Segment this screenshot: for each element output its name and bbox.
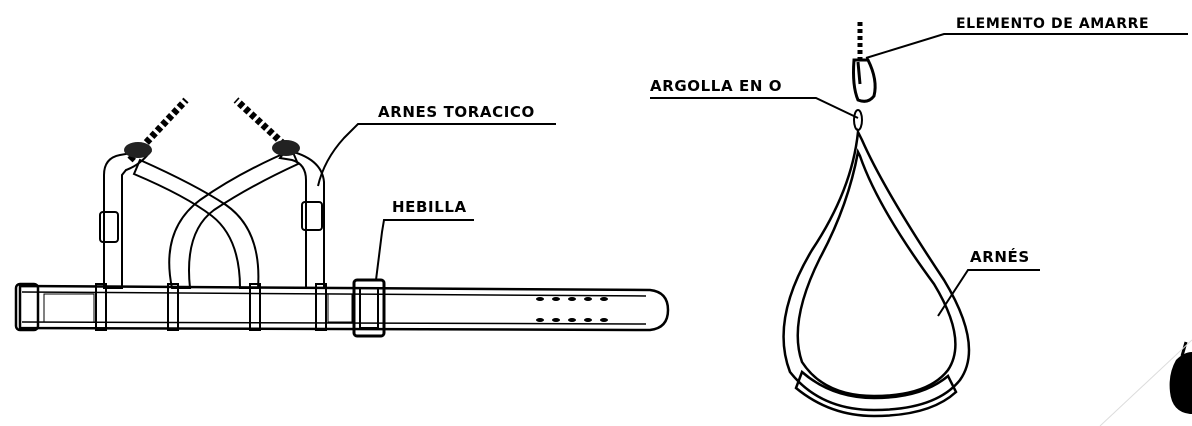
label-arnes-toracico: ARNES TORACICO — [378, 103, 535, 121]
right-shoulder-clip — [233, 97, 300, 156]
label-argolla: ARGOLLA EN O — [650, 77, 782, 95]
o-ring — [853, 109, 863, 131]
leader-arnes — [937, 269, 1040, 317]
leader-elemento — [865, 33, 1188, 59]
belt-holes — [536, 297, 608, 322]
chest-strap-right — [278, 148, 325, 289]
leader-hebilla — [375, 219, 474, 281]
waist-belt — [14, 282, 670, 332]
chest-harness-drawing — [14, 97, 670, 338]
label-elemento: ELEMENTO DE AMARRE — [956, 16, 1149, 32]
buckle — [352, 278, 386, 338]
chest-strap-cross-b — [132, 158, 260, 289]
harness-loop — [782, 127, 971, 412]
loop-harness-drawing — [650, 22, 1188, 418]
leader-arnes-toracico — [317, 123, 556, 187]
left-shoulder-clip — [124, 97, 189, 163]
partial-clip-artifact — [1099, 339, 1192, 426]
chest-strap-left — [99, 151, 153, 289]
lanyard-element — [852, 22, 877, 103]
label-arnes: ARNÉS — [970, 247, 1030, 266]
leader-argolla — [650, 97, 859, 119]
chest-strap-cross-a — [168, 148, 300, 289]
label-hebilla: HEBILLA — [392, 198, 467, 216]
